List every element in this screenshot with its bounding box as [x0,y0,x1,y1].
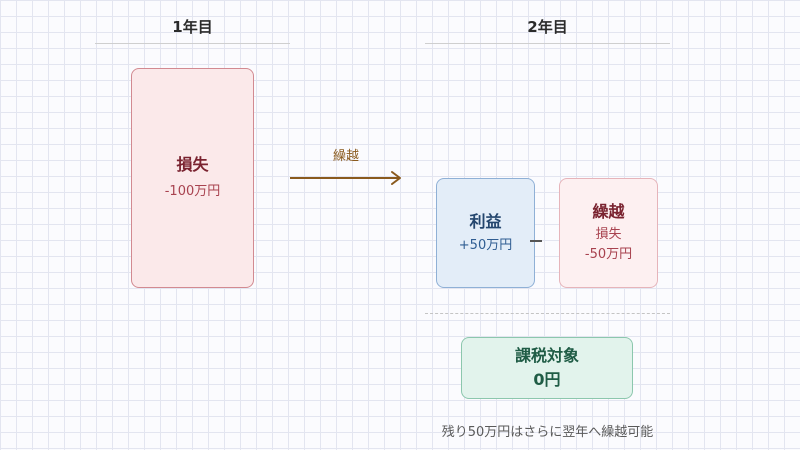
year1-loss-value: -100万円 [164,184,221,199]
year2-profit-box: 利益 +50万円 [436,178,535,288]
year1-loss-title: 損失 [176,155,209,174]
dashed-separator [425,313,670,314]
year2-carryover-value: -50万円 [584,247,633,262]
year2-carryover-box: 繰越 損失 -50万円 [559,178,658,288]
carryover-arrow-label: 繰越 [332,149,359,164]
minus-operator [530,240,542,242]
carryover-note: 残り50万円はさらに翌年へ繰越可能 [441,425,654,440]
taxable-income-box: 課税対象 0円 [461,337,633,399]
year2-title: 2年目 [527,18,568,36]
year2-carryover-subtitle: 損失 [595,227,622,242]
year1-divider [95,43,290,44]
year1-loss-box: 損失 -100万円 [131,68,254,288]
year1-title: 1年目 [172,18,213,36]
year2-divider [425,43,670,44]
carryover-arrow-icon [290,171,401,185]
year2-profit-value: +50万円 [458,237,513,253]
year2-carryover-title: 繰越 [592,202,625,221]
taxable-income-title: 課税対象 [514,346,579,365]
year2-profit-title: 利益 [469,211,502,231]
taxable-income-value: 0円 [533,370,561,389]
